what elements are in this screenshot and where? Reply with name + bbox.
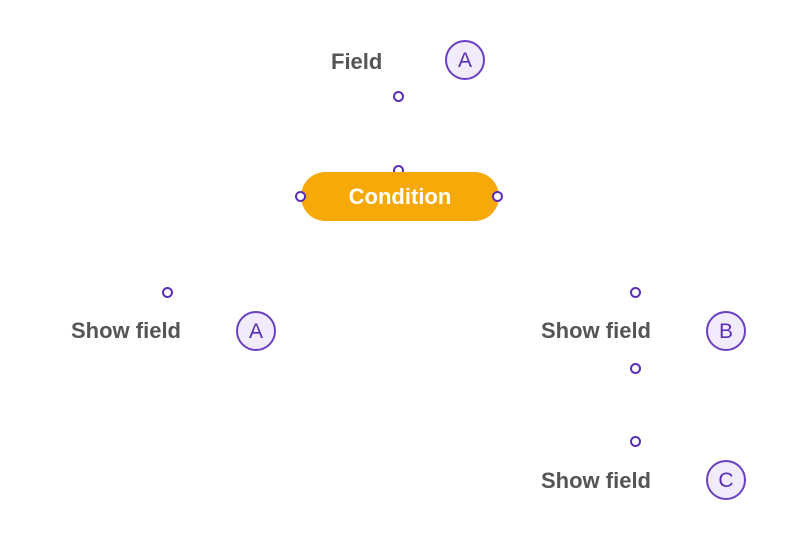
field-node-badge: A [445, 40, 485, 80]
show-field-b-badge: B [706, 311, 746, 351]
field-node-output-port[interactable] [393, 91, 404, 102]
field-node-label: Field [331, 49, 383, 74]
show-field-a-label: Show field [71, 318, 181, 343]
show-field-c-input-port[interactable] [630, 436, 641, 447]
show-field-a-input-port[interactable] [162, 287, 173, 298]
show-field-c-badge: C [706, 460, 746, 500]
show-field-a-badge: A [236, 311, 276, 351]
show-field-b-input-port[interactable] [630, 287, 641, 298]
condition-right-port[interactable] [492, 191, 503, 202]
show-field-b-label: Show field [541, 318, 651, 343]
show-field-c-label: Show field [541, 468, 651, 493]
show-field-b-output-port[interactable] [630, 363, 641, 374]
condition-node[interactable]: Condition [301, 172, 499, 221]
condition-left-port[interactable] [295, 191, 306, 202]
